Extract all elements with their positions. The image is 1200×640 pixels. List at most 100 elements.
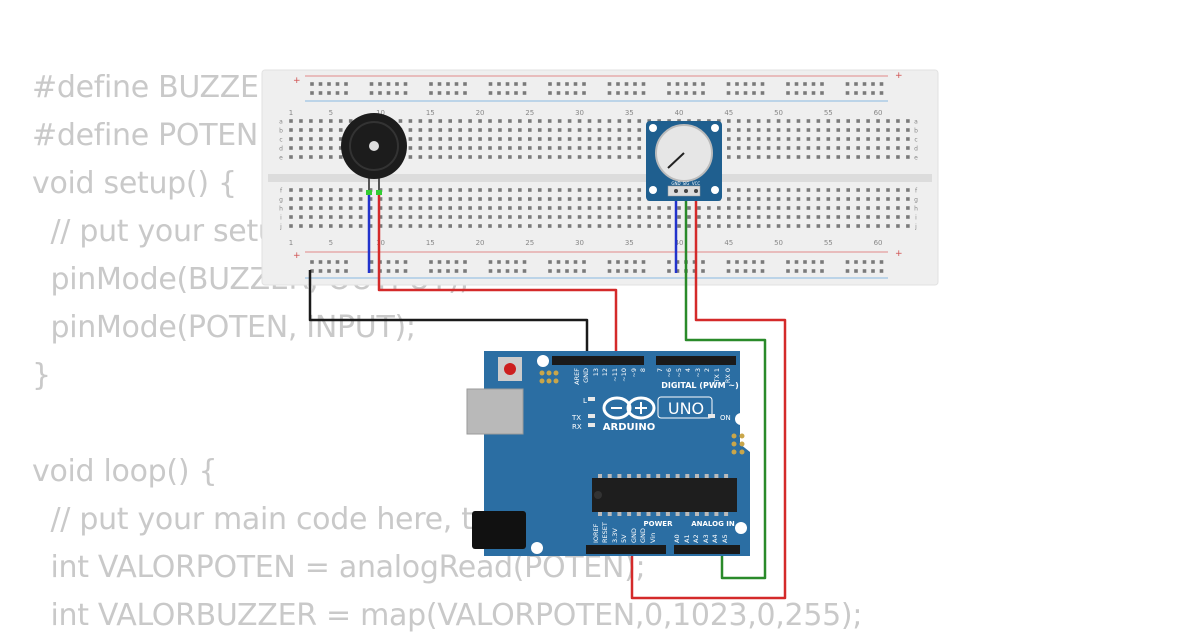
breadboard-hole <box>896 155 900 159</box>
breadboard-hole <box>746 146 751 150</box>
code-line: int VALORBUZZER = map(VALORPOTEN,0,1023,… <box>32 598 863 633</box>
code-line: #define BUZZER 10 <box>32 70 327 105</box>
breadboard-hole <box>329 206 333 210</box>
led-tx-label: TX <box>571 414 581 422</box>
digital-pin-label: ~10 <box>620 368 628 382</box>
ground-wire[interactable] <box>308 270 589 360</box>
breadboard-hole <box>826 188 831 192</box>
breadboard-hole <box>736 224 741 228</box>
potentiometer[interactable]: GND SIG VCC <box>646 121 722 201</box>
breadboard-hole <box>607 197 612 201</box>
mounting-hole <box>735 413 747 425</box>
breadboard-row-letter: h <box>279 206 283 213</box>
breadboard-hole <box>567 128 572 132</box>
icsp-header <box>731 433 745 455</box>
breadboard-rail-hole <box>565 82 569 86</box>
breadboard-rail-hole <box>854 82 858 86</box>
breadboard-rail-hole <box>760 269 765 273</box>
breadboard-hole <box>289 155 293 159</box>
breadboard-column-number: 10 <box>376 239 385 247</box>
breadboard-hole <box>518 197 522 201</box>
breadboard-hole <box>319 206 323 210</box>
breadboard-rail-hole <box>667 260 671 264</box>
breadboard-hole <box>408 128 413 132</box>
digital-pin-label: AREF <box>573 368 581 385</box>
breadboard-hole <box>806 146 811 150</box>
breadboard-hole <box>617 128 622 132</box>
breadboard-column-number: 1 <box>289 239 293 247</box>
breadboard-hole <box>309 128 313 132</box>
breadboard-rail-hole <box>582 82 586 86</box>
potentiometer-signal-wire[interactable] <box>684 198 767 580</box>
breadboard-hole <box>458 188 462 192</box>
breadboard-hole <box>906 119 910 123</box>
breadboard-hole <box>528 197 532 201</box>
breadboard-rail-hole <box>735 260 739 264</box>
digital-pin-label: 12 <box>601 368 609 376</box>
breadboard-hole <box>338 197 343 201</box>
breadboard-hole <box>776 206 781 210</box>
breadboard-rail-hole <box>369 82 374 86</box>
breadboard-hole <box>816 188 821 192</box>
breadboard-hole <box>468 119 472 123</box>
buzzer-signal-wire[interactable] <box>377 193 618 360</box>
breadboard-hole <box>796 197 801 201</box>
breadboard-rail-hole <box>395 91 399 95</box>
breadboard-hole <box>766 188 771 192</box>
breadboard-hole <box>299 188 303 192</box>
chip-notch <box>594 491 602 499</box>
reset-button[interactable] <box>504 363 516 375</box>
potentiometer-pin <box>674 189 678 193</box>
breadboard-rail-hole <box>752 269 756 273</box>
breadboard-hole <box>319 188 323 192</box>
breadboard-hole <box>438 137 443 141</box>
breadboard-rail-hole <box>820 82 824 86</box>
breadboard-hole <box>498 197 502 201</box>
breadboard-hole <box>766 128 771 132</box>
breadboard-rail-hole <box>752 260 756 264</box>
breadboard-rail-hole <box>582 269 586 273</box>
breadboard-rail-hole <box>463 260 467 264</box>
potentiometer-pin-label-vcc: VCC <box>692 181 701 186</box>
breadboard-hole <box>766 197 771 201</box>
breadboard-column-number: 20 <box>476 109 485 117</box>
breadboard-hole <box>627 137 632 141</box>
breadboard-rail-hole <box>692 269 697 273</box>
breadboard-hole <box>498 137 502 141</box>
breadboard-hole <box>816 224 821 228</box>
potentiometer-vcc-wire[interactable] <box>630 198 787 600</box>
breadboard-hole <box>438 155 443 159</box>
breadboard-hole <box>607 119 612 123</box>
buzzer[interactable] <box>341 113 407 195</box>
chip-pin <box>724 512 729 516</box>
breadboard-hole <box>806 215 811 219</box>
breadboard-hole <box>488 206 492 210</box>
breadboard-hole <box>647 215 651 219</box>
breadboard-rail-hole <box>505 269 510 273</box>
power-header-label: POWER <box>644 520 674 528</box>
breadboard-hole <box>557 188 562 192</box>
buzzer-pin-marker <box>376 190 382 195</box>
breadboard-hole <box>319 137 323 141</box>
breadboard-hole <box>727 137 731 141</box>
breadboard-hole <box>846 146 850 150</box>
breadboard-hole <box>836 224 841 228</box>
breadboard-rail-hole <box>743 91 748 95</box>
icsp-pin <box>731 441 737 447</box>
breadboard-hole <box>468 215 472 219</box>
power-pin-label: Vin <box>649 533 657 543</box>
breadboard-hole <box>806 206 811 210</box>
breadboard-hole <box>746 188 751 192</box>
breadboard-hole <box>826 119 831 123</box>
breadboard-hole <box>587 215 592 219</box>
breadboard-hole <box>448 224 452 228</box>
breadboard-hole <box>637 119 642 123</box>
breadboard-hole <box>378 197 383 201</box>
breadboard-hole <box>348 215 353 219</box>
breadboard-hole <box>886 146 890 150</box>
usb-port <box>466 388 524 435</box>
breadboard-hole <box>786 224 791 228</box>
